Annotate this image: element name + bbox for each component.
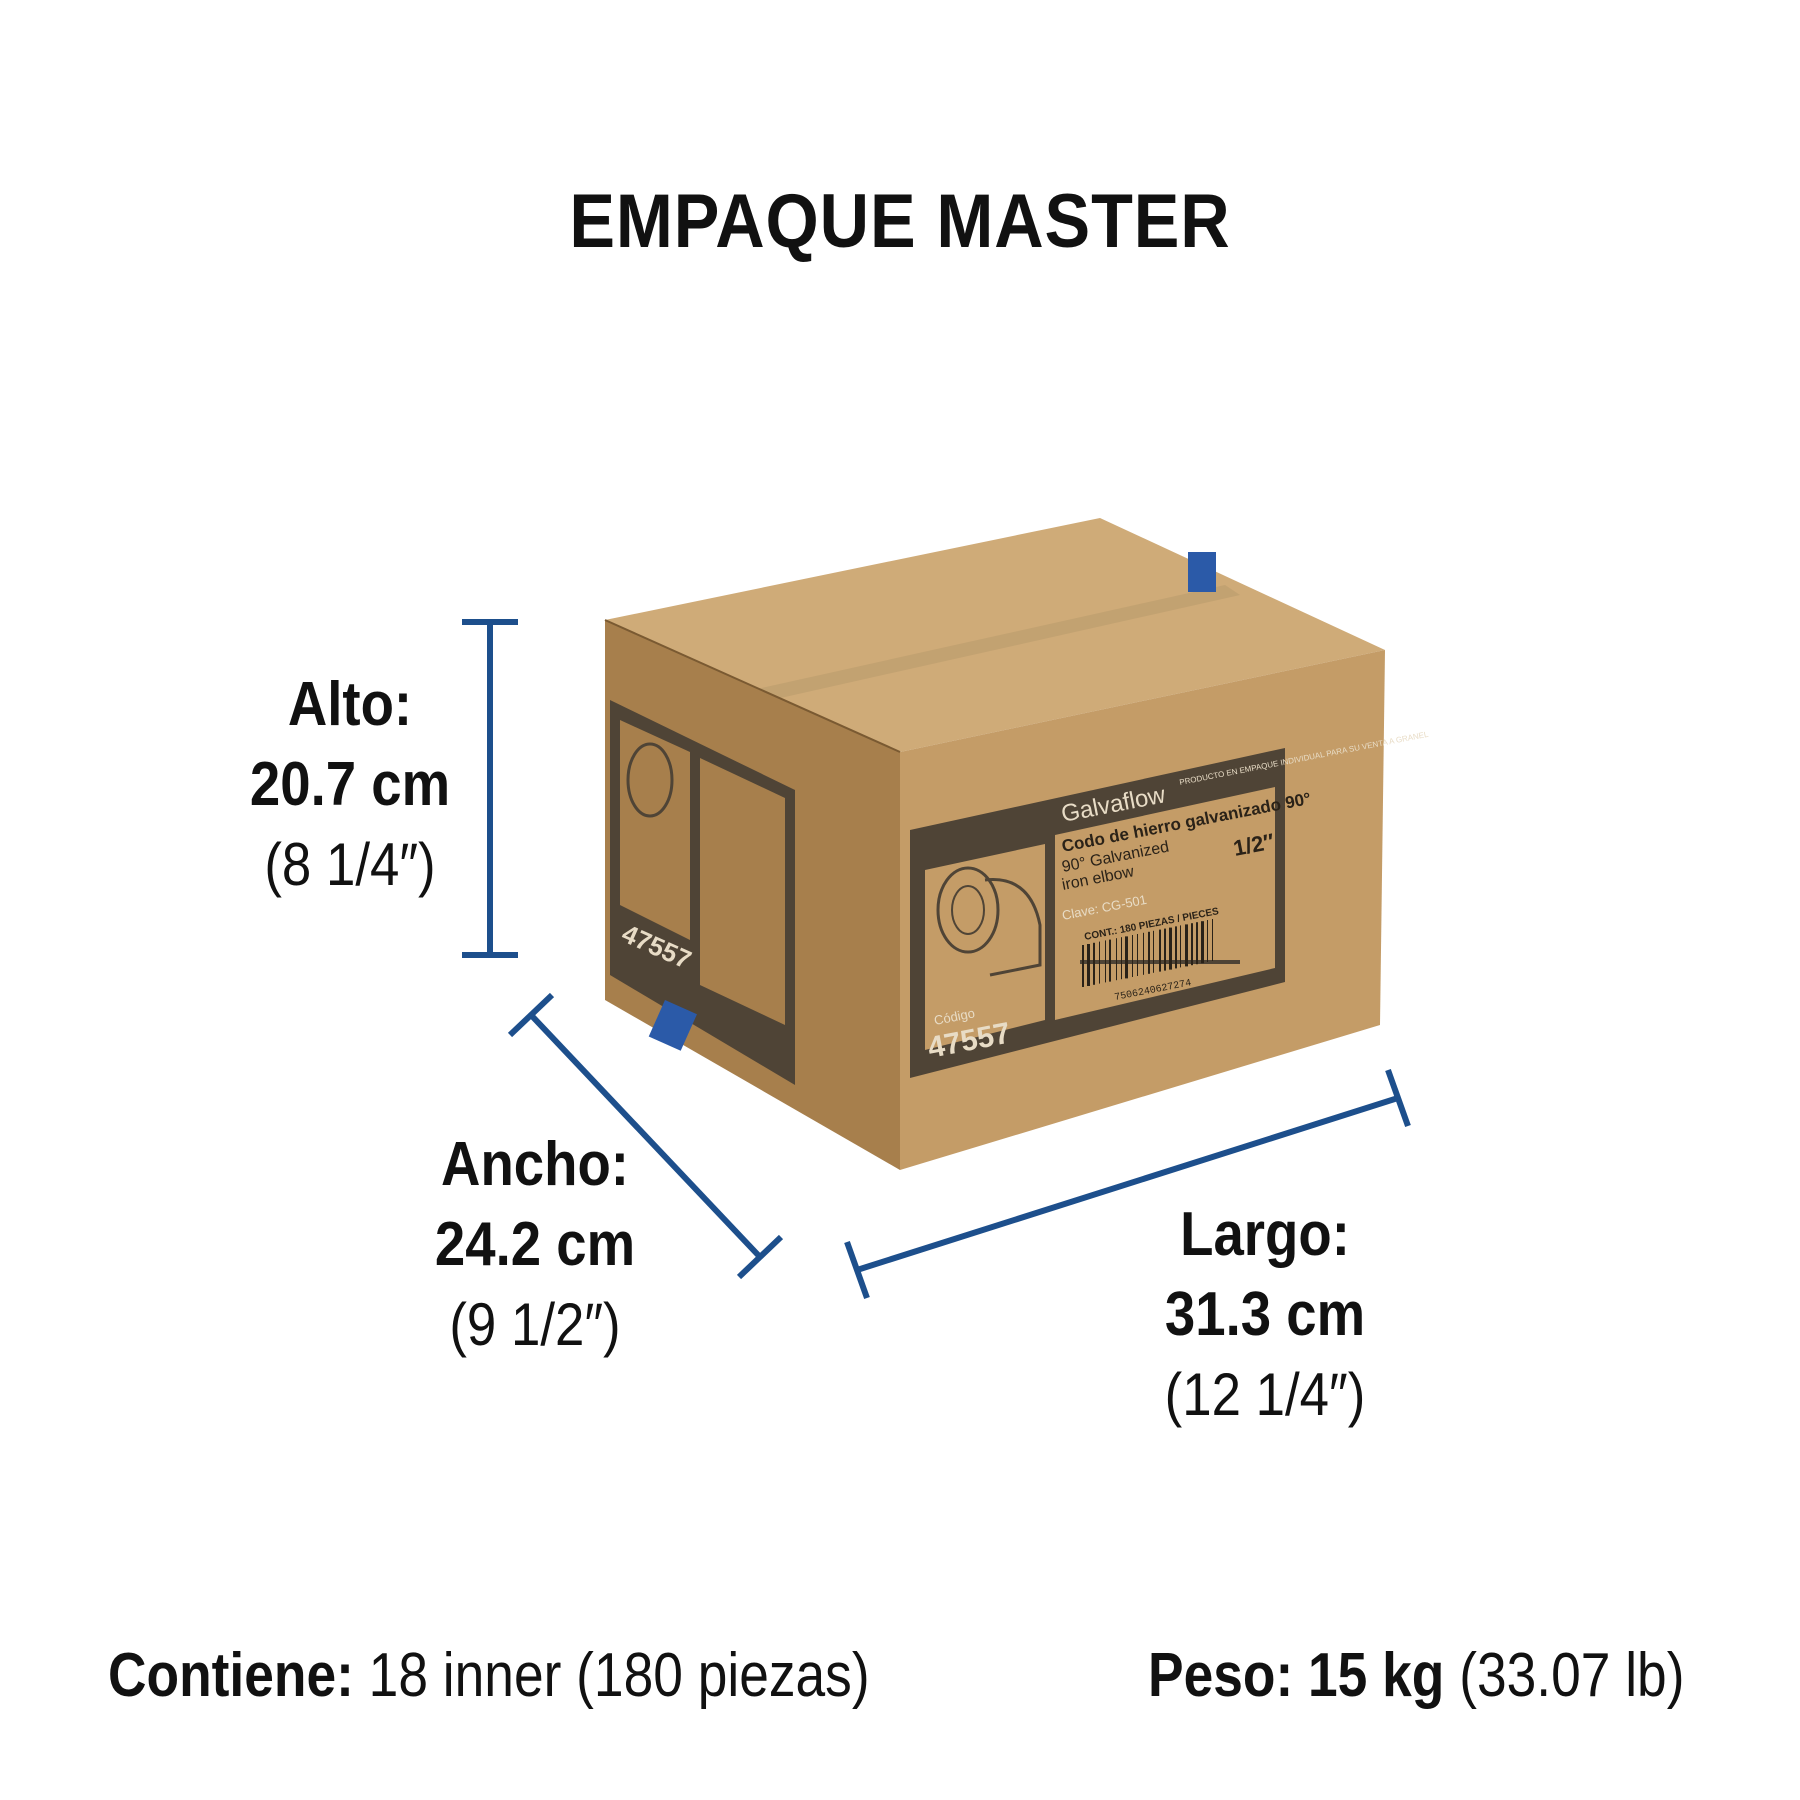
ancho-dimension: Ancho: 24.2 cm (9 1/2″) [385, 1125, 685, 1365]
alto-label: Alto: [287, 670, 413, 739]
side-product-label: 47557 [610, 700, 795, 1085]
ancho-metric: 24.2 cm [434, 1210, 636, 1279]
barcode-bar [1093, 942, 1095, 985]
barcode-bar [1105, 940, 1106, 983]
barcode-bar [1099, 941, 1100, 984]
largo-dimension-line [844, 1068, 1411, 1300]
barcode-bar [1082, 945, 1084, 987]
alto-dimension-line [462, 619, 518, 958]
barcode-bar [1125, 936, 1128, 979]
largo-dimension: Largo: 31.3 cm (12 1/4″) [1115, 1195, 1415, 1435]
side-sticker [648, 999, 697, 1051]
peso-value: 15 kg [1308, 1641, 1445, 1710]
box-edge [604, 619, 901, 753]
ancho-dimension-line [507, 992, 784, 1280]
barcode-bar [1169, 927, 1172, 970]
contiene-value: 18 inner (180 piezas) [368, 1641, 870, 1710]
barcode-bar [1116, 938, 1117, 981]
largo-imperial: (12 1/4″) [1164, 1361, 1366, 1428]
barcode-bar [1109, 939, 1111, 982]
alto-imperial: (8 1/4″) [264, 831, 436, 898]
barcode-bar [1212, 919, 1213, 961]
alto-dimension: Alto: 20.7 cm (8 1/4″) [215, 665, 485, 905]
front-product-label: Galvaflow Codo de hierro galvanizado 90°… [910, 730, 1430, 1078]
weight-info: Peso: 15 kg (33.07 lb) [1148, 1640, 1684, 1711]
barcode-bar [1137, 934, 1138, 976]
barcode-bar [1207, 920, 1208, 962]
ancho-label: Ancho: [441, 1130, 629, 1199]
barcode-bar [1164, 928, 1166, 971]
peso-label: Peso: [1148, 1641, 1294, 1710]
barcode-bar [1175, 926, 1177, 969]
barcode-bar [1143, 932, 1144, 975]
page-title: EMPAQUE MASTER [569, 179, 1231, 264]
barcode-bar [1153, 930, 1154, 973]
contiene-label: Contiene: [108, 1641, 354, 1710]
barcode-bar [1148, 931, 1150, 974]
barcode-bar [1121, 937, 1122, 980]
barcode-bar [1132, 935, 1133, 977]
barcode-bar [1201, 921, 1204, 964]
barcode [1080, 919, 1240, 987]
barcode-bar [1159, 929, 1161, 972]
barcode-bar [1191, 923, 1193, 966]
largo-metric: 31.3 cm [1164, 1280, 1366, 1349]
barcode-bar [1087, 944, 1090, 986]
barcode-bar [1180, 925, 1181, 968]
peso-imperial: (33.07 lb) [1459, 1641, 1685, 1710]
ancho-imperial: (9 1/2″) [449, 1291, 621, 1358]
contents-info: Contiene: 18 inner (180 piezas) [108, 1640, 870, 1711]
alto-metric: 20.7 cm [249, 750, 451, 819]
packing-tape [685, 585, 1240, 716]
largo-label: Largo: [1180, 1200, 1350, 1269]
barcode-bar [1196, 922, 1198, 965]
top-sticker [1188, 552, 1216, 592]
barcode-bar [1185, 924, 1188, 967]
